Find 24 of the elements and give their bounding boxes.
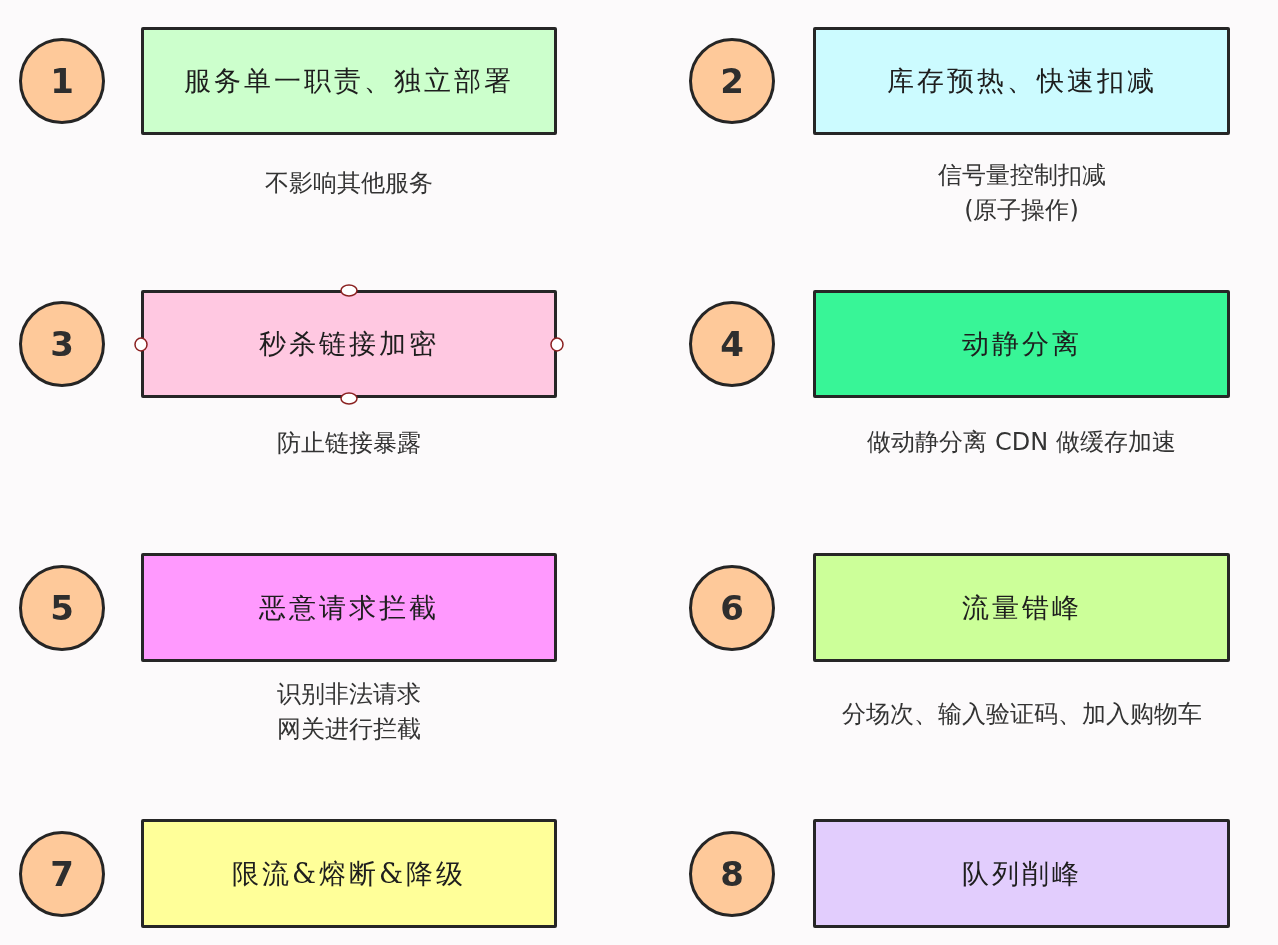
step-title: 队列削峰 xyxy=(961,856,1082,891)
description-text: 做动静分离 CDN 做缓存加速 xyxy=(867,427,1176,458)
number-circle: 2 xyxy=(689,38,775,124)
description-text: 分场次、输入验证码、加入购物车 xyxy=(841,699,1202,730)
number-circle: 3 xyxy=(19,301,105,387)
number-circle: 5 xyxy=(19,564,105,651)
step-title: 秒杀链接加密 xyxy=(259,327,439,361)
description-text: 识别非法请求网关进行拦截 xyxy=(276,679,422,745)
description-text: 信号量控制扣减(原子操作) xyxy=(936,160,1107,226)
number-circle: 8 xyxy=(689,830,775,917)
number-circle: 1 xyxy=(19,38,105,124)
step-title: 库存预热、快速扣减 xyxy=(886,64,1157,98)
step-box xyxy=(141,819,557,928)
step-title: 限流&熔断&降级 xyxy=(231,856,467,891)
number-circle: 7 xyxy=(19,830,105,917)
step-box xyxy=(813,819,1230,928)
description-text: 防止链接暴露 xyxy=(277,428,421,459)
step-title: 服务单一职责、独立部署 xyxy=(184,64,514,98)
number-circle: 4 xyxy=(689,301,775,387)
step-title: 流量错峰 xyxy=(961,590,1082,625)
step-title: 动静分离 xyxy=(961,327,1082,361)
description-text: 不影响其他服务 xyxy=(265,168,433,199)
step-title: 恶意请求拦截 xyxy=(259,590,439,625)
number-circle: 6 xyxy=(689,564,775,651)
